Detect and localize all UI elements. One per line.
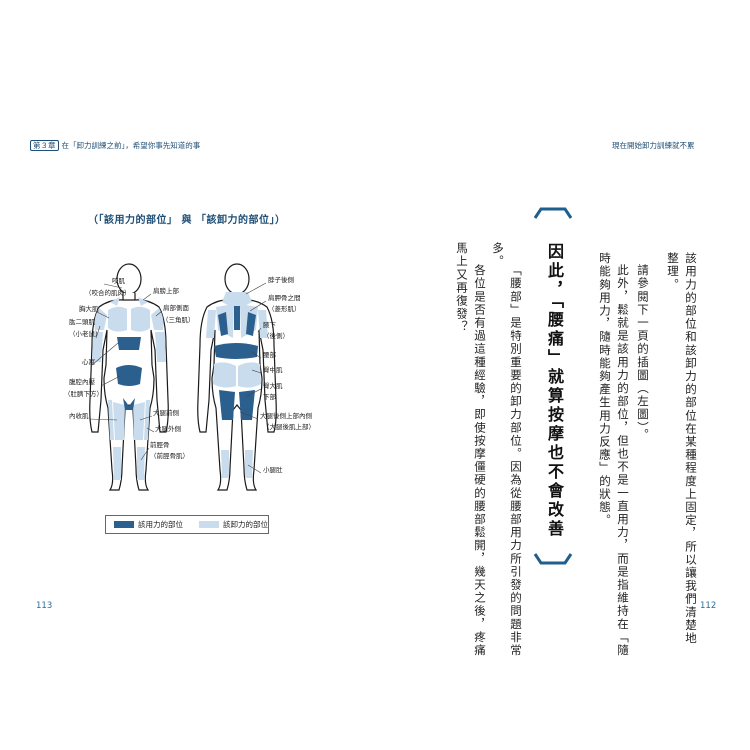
body-column-1: 該用力的部位和該卸力的部位在某種程度上固定，所以讓我們清楚地 [684, 252, 698, 645]
label-abdominal-note: （肚臍下方） [64, 390, 103, 398]
chapter-title: 在「卸力訓練之前」，希望你事先知道的事 [61, 141, 201, 150]
right-running-header: 現在開始卸力訓練就不累 [612, 141, 695, 150]
left-running-header: 第３章在「卸力訓練之前」，希望你事先知道的事 [30, 140, 200, 151]
body-column-9: 馬上又再復發？ [455, 242, 469, 334]
label-tibialis-note: （前脛骨肌） [150, 452, 189, 460]
label-inner-hamstring: 大腿後側上部內側 [260, 412, 312, 420]
body-column-3: 請參閱下一頁的插圖（左圖）。 [636, 264, 650, 442]
label-calf: 小腿肚 [263, 466, 283, 474]
legend-item-use: 該用力的部位 [114, 519, 183, 530]
legend-label-relax: 該卸力的部位 [223, 520, 268, 529]
label-lower-back: 腰部 [263, 351, 276, 359]
label-abdominal-pressure: 腹腔內壓 [69, 378, 95, 386]
label-gluteus-lower: 下部 [263, 393, 276, 401]
label-tibia: 前脛骨 [150, 441, 170, 449]
label-biceps: 肱二頭肌 [69, 318, 95, 326]
label-side-shoulder: 肩部側面 [163, 304, 189, 312]
label-biceps-note: （小老鼠） [69, 330, 102, 338]
label-armpit-note: （後側） [263, 332, 289, 340]
label-deltoid-note: （三角肌） [162, 316, 195, 324]
body-column-8: 各位是否有過這種經驗，即使按摩僵硬的腰部鬆開，幾天之後，疼痛 [473, 264, 487, 657]
label-solar-plexus: 心窩 [82, 358, 95, 366]
label-upper-shoulder: 肩膀上部 [153, 287, 179, 295]
label-between-shoulder-blades: 肩胛骨之間 [268, 294, 301, 302]
chapter-tag: 第３章 [30, 140, 59, 151]
label-armpit: 腋下 [263, 321, 276, 329]
body-column-5: 時能夠用力，隨時能夠產生用力反應」的狀態。 [598, 252, 612, 528]
front-leader-lines [88, 283, 163, 461]
legend-item-relax: 該卸力的部位 [199, 519, 268, 530]
label-gluteus-maximus: 臀大肌 [263, 382, 283, 390]
page-number-right: 112 [700, 601, 717, 611]
body-column-6: 「腰部」是特別重要的卸力部位。因為從腰部用力所引發的問題非常 [509, 264, 523, 657]
page-number-left: 113 [36, 601, 53, 611]
label-pectoralis: 胸大肌 [79, 305, 99, 313]
section-heading: 因此，「腰痛」就算按摩也不會改善 [545, 243, 564, 539]
body-column-7: 多。 [491, 242, 505, 269]
label-adductor: 內收肌 [69, 412, 89, 420]
label-outer-thigh: 大腿外側 [155, 425, 181, 433]
label-hamstring-note: （大腿後肌上部） [263, 423, 315, 431]
label-rhomboid-note: （菱形肌） [268, 305, 301, 313]
label-front-thigh: 大腿前側 [153, 409, 179, 417]
body-column-4: 此外，鬆就是該用力的部位，但也不是一直用力，而是指維持在「隨 [616, 264, 630, 657]
legend-swatch-relax [199, 521, 219, 528]
back-leader-lines [239, 282, 267, 474]
legend-label-use: 該用力的部位 [138, 520, 183, 529]
back-muscle-regions [206, 292, 268, 478]
figure-title: （「該用力的部位」 與 「該卸力的部位」） [88, 215, 286, 226]
body-column-2: 整理。 [666, 252, 680, 292]
front-body-figure [89, 263, 169, 491]
label-masseter: 咬肌 [112, 277, 125, 285]
legend-swatch-use [114, 521, 134, 528]
label-masseter-note: （咬合的肌肉） [85, 289, 131, 297]
heading-bracket-bottom [533, 553, 573, 565]
figure-legend: 該用力的部位 該卸力的部位 [105, 515, 269, 534]
label-back-neck: 脖子後側 [268, 276, 294, 284]
heading-bracket-top [533, 207, 573, 219]
label-gluteus-medius: 臀中肌 [263, 366, 283, 374]
